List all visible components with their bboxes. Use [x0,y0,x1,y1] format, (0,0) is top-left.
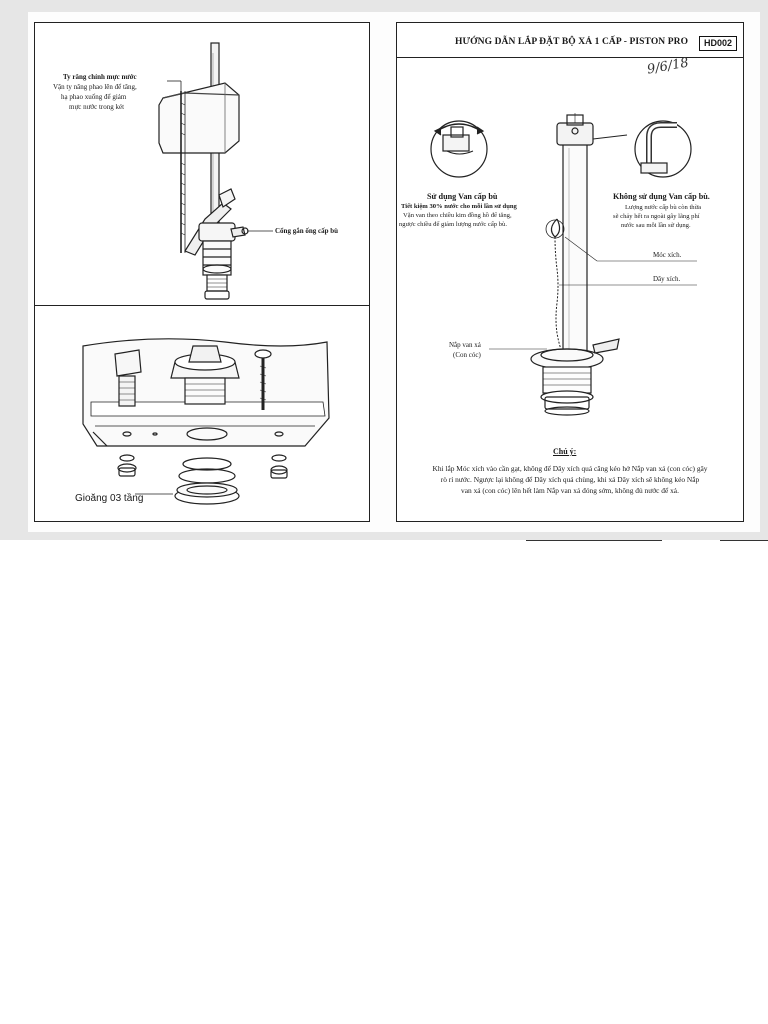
note-line-3: van xả (con cóc) lên hết làm Nắp van xả … [461,486,679,495]
use-valve-subtitle: Tiết kiệm 30% nước cho mỗi lần sử dụng [401,203,517,210]
flush-valve-illustration [430,113,697,416]
footer-rule-right [720,540,768,541]
gasket-label: Gioăng 03 tầng [75,493,144,504]
note-body: Khi lắp Móc xích vào cần gạt, không để D… [405,463,735,496]
document-code-badge: HD002 [699,36,737,51]
right-panel: HƯỚNG DẪN LẮP ĐẶT BỘ XẢ 1 CẤP - PISTON P… [396,22,744,522]
flapper-alt-label: (Con cóc) [453,351,481,359]
no-valve-title: Không sử dụng Van cấp bù. [613,192,710,201]
title-divider [397,57,743,58]
rod-title: Ty răng chỉnh mực nước [63,73,137,81]
note-line-1: Khi lắp Móc xích vào cần gạt, không để D… [432,464,708,473]
rod-desc-line-3: mực nước trong két [69,103,125,111]
page-title: HƯỚNG DẪN LẮP ĐẶT BỘ XẢ 1 CẤP - PISTON P… [455,37,689,47]
refill-port-label: Cổng gắn ống cấp bù [275,227,339,235]
no-valve-line-1: Lượng nước cấp bù còn thừa [625,204,702,211]
note-line-2: rò rỉ nước. Ngược lại không để Dây xích … [440,475,700,484]
footer-rule [526,540,662,541]
hook-label: Móc xích. [653,251,682,259]
use-valve-line-1: Vặn van theo chiều kim đồng hồ để tăng, [403,212,512,219]
rod-desc-line-1: Vặn ty nâng phao lên để tăng, [53,83,137,91]
note-title: Chú ý: [553,447,577,456]
use-valve-title: Sử dụng Van cấp bù [427,192,498,201]
rod-desc-line-2: hạ phao xuống để giảm [61,93,127,101]
no-valve-line-2: sẽ chảy hết ra ngoài gây lãng phí [613,213,700,220]
no-valve-line-3: nước sau mỗi lần sử dụng. [621,222,691,229]
panel-divider [35,305,369,306]
fill-valve-illustration [158,42,273,300]
chain-label: Dây xích. [653,275,681,283]
use-valve-line-2: ngược chiều để giảm lượng nước cấp bù. [399,221,507,228]
tank-exploded-illustration [82,338,330,505]
flapper-label: Nắp van xả [449,341,481,349]
left-panel: Ty răng chỉnh mực nước Vặn ty nâng phao … [34,22,370,522]
